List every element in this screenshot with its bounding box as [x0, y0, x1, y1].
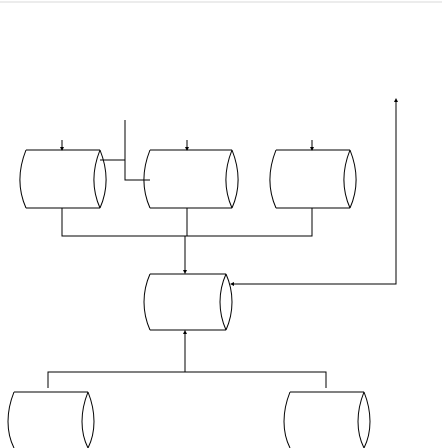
feedback-line	[232, 104, 397, 285]
connector-left-to-middle	[100, 120, 150, 181]
drum-center	[143, 273, 233, 331]
drum-bottom-left	[7, 391, 95, 448]
bottom-collector	[47, 371, 327, 388]
drum-top-left	[19, 149, 107, 209]
drum-top-right	[269, 149, 357, 209]
drum-bottom-right	[283, 391, 371, 448]
drum-top-middle	[143, 149, 239, 209]
